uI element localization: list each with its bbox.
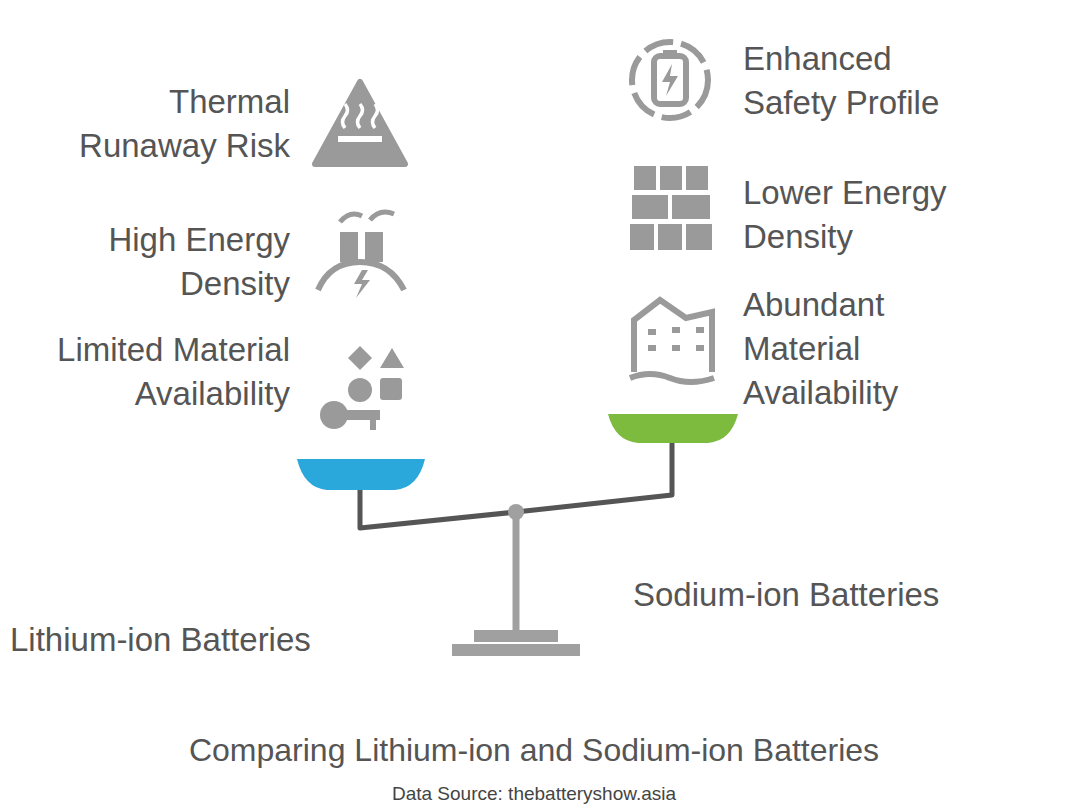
feature-label: Enhanced Safety Profile bbox=[743, 37, 993, 125]
sodium-pan bbox=[608, 414, 738, 443]
source-caption: Data Source: thebatteryshow.asia bbox=[0, 782, 1068, 806]
battery-label: Lithium-ion Batteries bbox=[10, 618, 311, 662]
warning-icon bbox=[315, 82, 405, 164]
feature-label: High Energy Density bbox=[50, 218, 290, 306]
materials-icon bbox=[320, 346, 404, 430]
scale bbox=[297, 414, 738, 656]
battery-safety-icon bbox=[632, 42, 708, 118]
building-icon bbox=[630, 300, 714, 382]
feature-label: Thermal Runaway Risk bbox=[50, 80, 290, 168]
feature-label: Limited Material Availability bbox=[50, 328, 290, 416]
lithium-pan bbox=[297, 459, 425, 490]
battery-label: Sodium-ion Batteries bbox=[633, 573, 939, 617]
diagram-title: Comparing Lithium-ion and Sodium-ion Bat… bbox=[0, 728, 1068, 772]
bricks-icon bbox=[630, 166, 712, 250]
feature-label: Lower Energy Density bbox=[743, 171, 993, 259]
feature-label: Abundant Material Availability bbox=[743, 283, 993, 415]
factory-icon bbox=[318, 212, 404, 298]
